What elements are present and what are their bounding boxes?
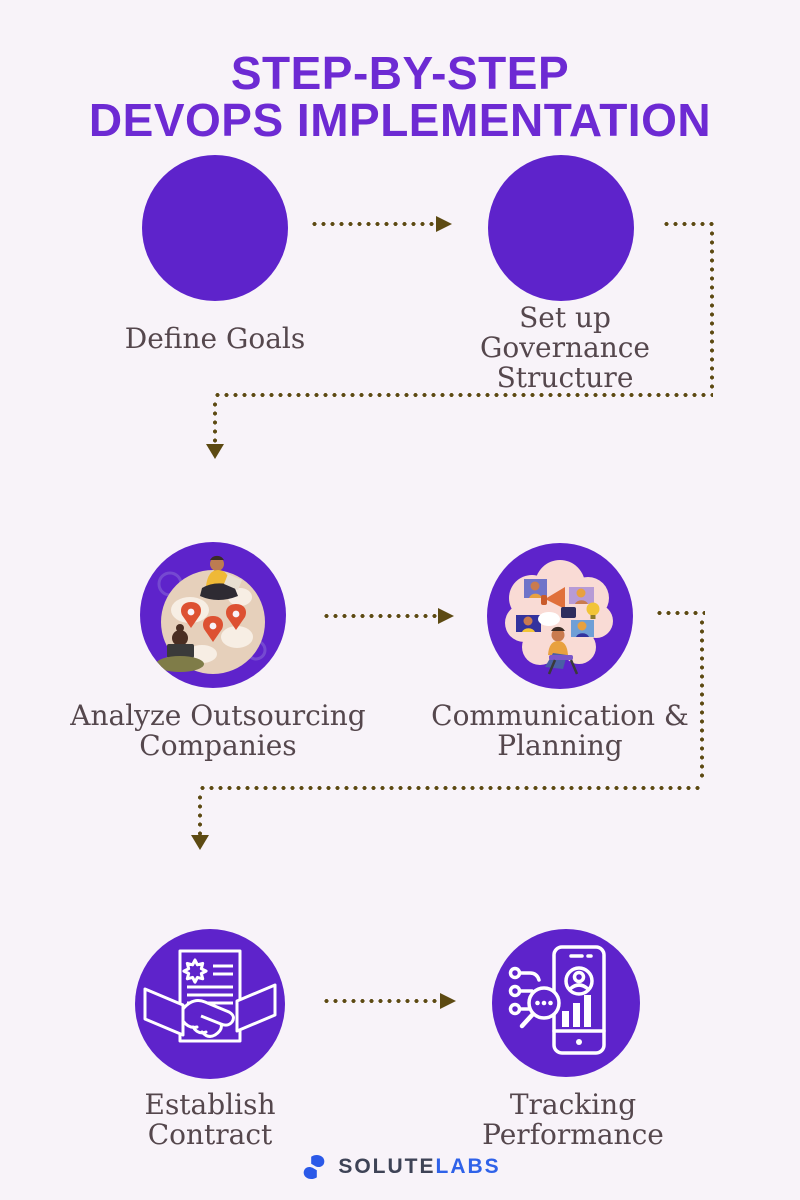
step6-circle — [492, 929, 640, 1077]
step1-label: Define Goals — [65, 322, 365, 355]
dotted-arrow-step5-step6 — [322, 998, 440, 1004]
contract-handshake-icon — [143, 949, 277, 1043]
map-pin-icon — [181, 602, 201, 628]
step6-label: Tracking Performance — [423, 1088, 723, 1152]
phone-outline — [552, 945, 606, 1055]
step4-label-line: Planning — [497, 729, 623, 763]
arrowhead-down-icon — [191, 835, 209, 850]
team-communication-cloud-illustration — [505, 560, 613, 675]
person-on-globe-illustration — [200, 555, 242, 600]
lightbulb-icon — [586, 602, 600, 619]
brand-text-solute: SOLUTE — [338, 1155, 436, 1178]
arrowhead-right-icon — [436, 216, 452, 232]
step5-label: Establish Contract — [60, 1088, 360, 1152]
step2-label-line: Set up — [519, 301, 611, 334]
person-at-desk-illustration — [156, 624, 204, 672]
dotted-connector-down — [699, 618, 705, 782]
dotted-connector-left — [198, 785, 704, 791]
step4-label-line: Communication & — [431, 699, 689, 732]
page-title: STEP-BY-STEP DEVOPS IMPLEMENTATION — [0, 50, 800, 144]
step3-circle — [140, 542, 286, 688]
step3-label-line: Companies — [139, 729, 297, 763]
video-call-windows — [516, 579, 594, 637]
bar-chart-icon — [562, 995, 591, 1045]
document-outline — [178, 949, 242, 1043]
brand-text-labs: LABS — [435, 1155, 501, 1178]
dotted-arrow-step1-step2 — [310, 221, 436, 227]
step2-label-line: Governance — [479, 331, 650, 365]
seated-person-illustration — [545, 626, 579, 675]
dotted-connector-left — [213, 392, 713, 398]
step3-label: Analyze Outsourcing Companies — [28, 699, 408, 763]
handshake-icon — [143, 983, 277, 1038]
megaphone-icon — [541, 587, 565, 609]
dotted-connector-step2-out — [662, 221, 714, 227]
seal-star-icon — [182, 958, 208, 984]
dotted-connector-down — [709, 229, 715, 393]
solutelabs-logo-icon — [304, 1154, 325, 1180]
speech-bubble-icon — [561, 607, 576, 618]
step6-label-line: Tracking — [509, 1088, 637, 1121]
step2-circle — [488, 155, 634, 301]
step3-label-line: Analyze Outsourcing — [70, 699, 366, 732]
solutelabs-logo: SOLUTELABS — [0, 1152, 800, 1182]
dotted-arrow-step3-step4 — [322, 613, 438, 619]
step1-label-line: Define Goals — [124, 322, 306, 355]
brand-wordmark: SOLUTELABS — [338, 1155, 500, 1179]
avatar-icon — [564, 966, 594, 996]
dotted-connector-down — [212, 400, 218, 444]
title-line2: DEVOPS IMPLEMENTATION — [88, 93, 712, 146]
arrowhead-right-icon — [438, 608, 454, 624]
map-pin-icon — [203, 616, 223, 642]
speech-bubble-icon — [538, 612, 560, 626]
step2-label-line: Structure — [496, 361, 634, 395]
dotted-connector-down — [197, 793, 203, 835]
arrowhead-right-icon — [440, 993, 456, 1009]
arrowhead-down-icon — [206, 444, 224, 459]
step5-label-line: Establish — [144, 1088, 276, 1121]
dotted-connector-step4-out — [655, 610, 705, 616]
magnifier-icon — [519, 986, 561, 1029]
step5-label-line: Contract — [147, 1118, 273, 1152]
step1-circle — [142, 155, 288, 301]
step4-circle — [487, 543, 633, 689]
title-line1: STEP-BY-STEP — [230, 47, 570, 99]
step4-label: Communication & Planning — [410, 699, 710, 763]
globe-location-pins-illustration — [156, 555, 267, 674]
step2-label: Set up Governance Structure — [415, 301, 715, 395]
step5-circle — [135, 929, 285, 1079]
phone-analytics-magnifier-icon — [508, 945, 606, 1055]
map-pin-icon — [226, 604, 246, 630]
step6-label-line: Performance — [482, 1118, 664, 1152]
